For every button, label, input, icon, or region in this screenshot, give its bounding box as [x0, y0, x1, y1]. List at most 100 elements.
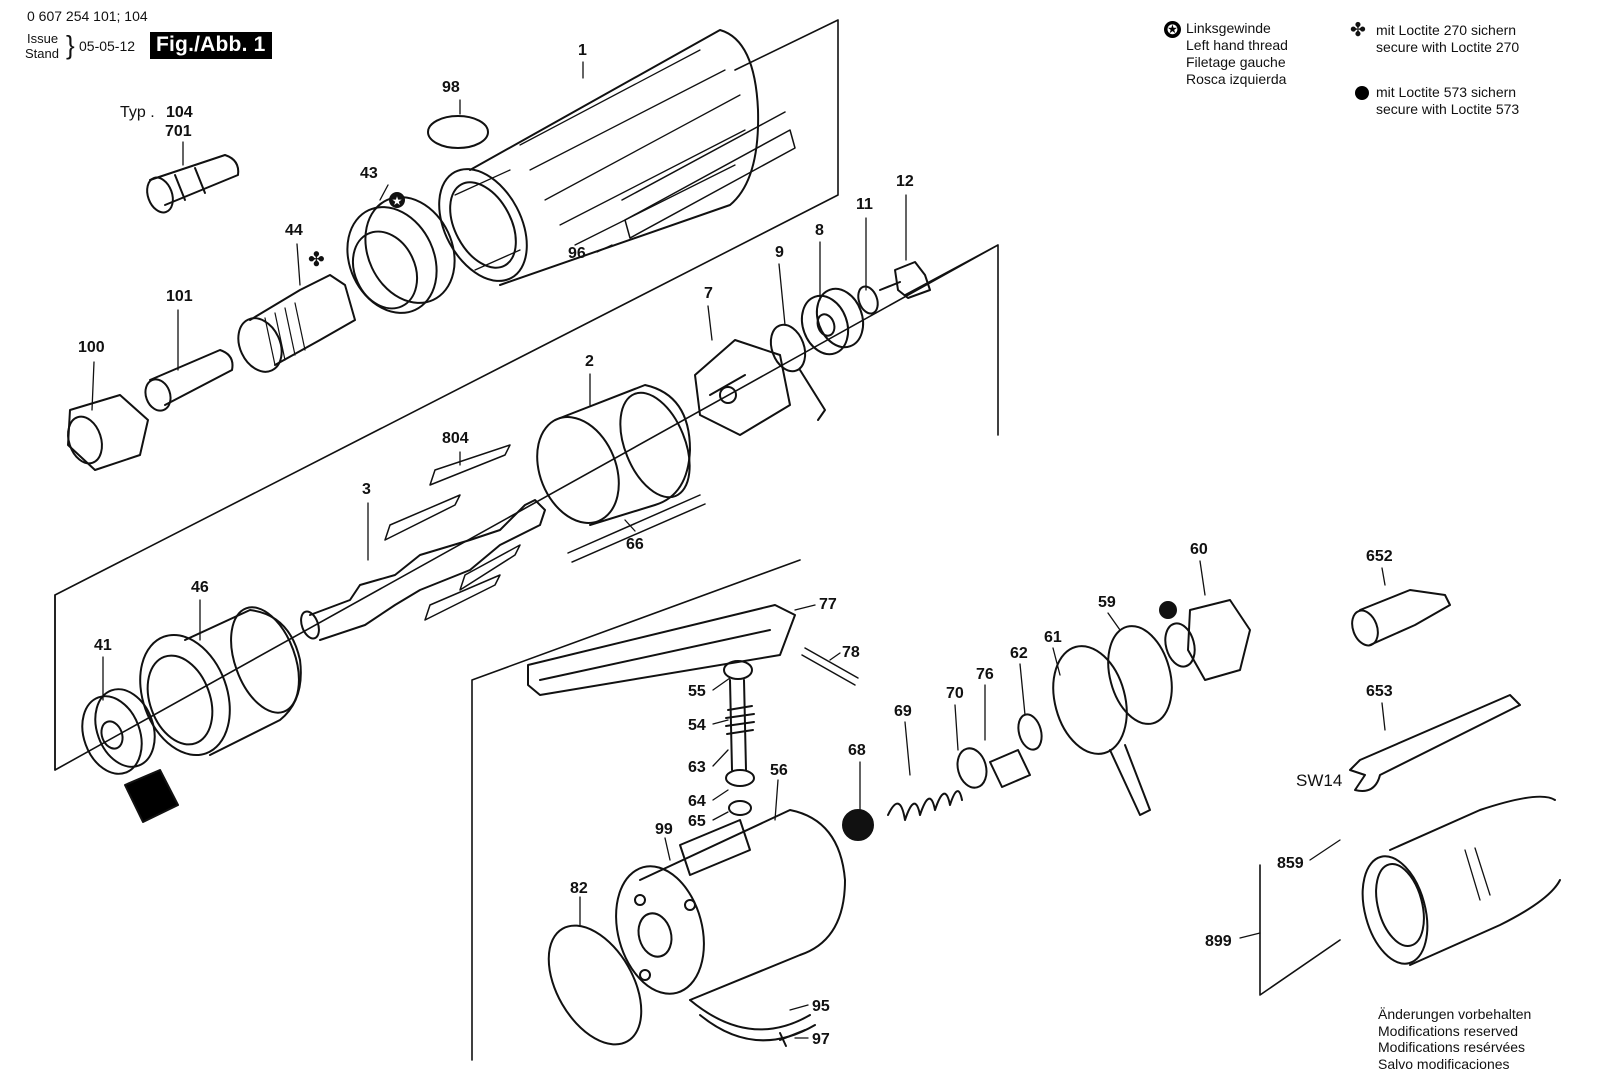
label-701: 701	[165, 123, 192, 140]
disc-59	[1107, 625, 1173, 725]
label-2: 2	[585, 353, 594, 370]
label-99: 99	[655, 821, 673, 838]
valve-stem	[723, 660, 755, 816]
legend-loctite-270: ✤ mit Loctite 270 sichern secure with Lo…	[1350, 20, 1520, 56]
label-9: 9	[775, 244, 784, 261]
legend-line: Left hand thread	[1186, 37, 1288, 53]
frame-middle	[54, 244, 999, 771]
label-43: 43	[360, 165, 378, 182]
label-46: 46	[191, 579, 209, 596]
collet-701	[146, 154, 240, 214]
issue-date: 05-05-12	[79, 38, 136, 54]
o-ring-62	[1017, 713, 1043, 751]
screw-12	[879, 261, 931, 299]
rotor-3	[300, 444, 546, 641]
label-77: 77	[819, 596, 837, 613]
nipple-652	[1351, 589, 1451, 647]
wrench-653	[1349, 694, 1521, 792]
label-65: 65	[688, 813, 706, 830]
frame-lower	[471, 559, 1341, 1061]
label-60: 60	[1190, 541, 1208, 558]
modifications-note: Änderungen vorbehalten Modifications res…	[1378, 1006, 1531, 1072]
label-653: 653	[1366, 683, 1393, 700]
label-82: 82	[570, 880, 588, 897]
label-899: 899	[1205, 933, 1232, 950]
label-69: 69	[894, 703, 912, 720]
label-62: 62	[1010, 645, 1028, 662]
legend-line: Filetage gauche	[1186, 54, 1286, 70]
cylinder-2	[536, 384, 691, 526]
label-63: 63	[688, 759, 706, 776]
end-plate-7	[694, 339, 791, 436]
label-1: 1	[578, 42, 587, 59]
part-number: 0 607 254 101; 104	[27, 8, 148, 24]
collet-101	[144, 349, 234, 412]
loctite-270-symbol: ✤	[308, 247, 325, 271]
footer-line: Modifications reserved	[1378, 1022, 1519, 1039]
legend-line: mit Loctite 270 sichern	[1376, 22, 1517, 38]
o-ring-82	[547, 924, 643, 1046]
o-ring-98	[427, 115, 489, 149]
label-8: 8	[815, 222, 824, 239]
label-859: 859	[1277, 855, 1304, 872]
legend-line: Linksgewinde	[1186, 20, 1271, 36]
dot-icon	[1355, 86, 1369, 100]
clover-icon: ✤	[1350, 20, 1366, 41]
label-101: 101	[166, 288, 193, 305]
label-64: 64	[688, 793, 706, 810]
label-61: 61	[1044, 629, 1062, 646]
footer-line: Salvo modificaciones	[1378, 1055, 1510, 1072]
legend-left-hand-thread: ✪ Linksgewinde Left hand thread Filetage…	[1164, 20, 1288, 88]
issue-label: Issue	[27, 31, 59, 46]
label-68: 68	[848, 742, 866, 759]
part-labels: 1 98 Typ . 104 701 43 96 44 101 100 12 1…	[78, 42, 1393, 1048]
plug-60	[1164, 599, 1251, 681]
screen-70	[956, 747, 988, 789]
assembly-tool-icon	[124, 769, 179, 823]
label-41: 41	[94, 637, 112, 654]
spindle-44	[237, 274, 356, 373]
label-100: 100	[78, 339, 105, 356]
label-70: 70	[946, 685, 964, 702]
label-12: 12	[896, 173, 914, 190]
label-78: 78	[842, 644, 860, 661]
left-hand-thread-symbol: ★	[389, 192, 405, 208]
label-97: 97	[812, 1031, 830, 1048]
legend-loctite-573: mit Loctite 573 sichern secure with Loct…	[1352, 84, 1519, 118]
loctite-573-dot	[1159, 601, 1177, 619]
body-56	[615, 809, 846, 1001]
label-98: 98	[442, 79, 460, 96]
housing-part-1	[438, 29, 760, 286]
nut-43	[346, 196, 456, 314]
label-7: 7	[704, 285, 713, 302]
label-76: 76	[976, 666, 994, 683]
label-54: 54	[688, 717, 706, 734]
label-96: 96	[568, 245, 586, 262]
screw-97	[779, 1029, 806, 1047]
ball-68	[842, 809, 874, 841]
spring-69	[887, 790, 963, 821]
label-sw14: SW14	[1296, 771, 1342, 790]
label-59: 59	[1098, 594, 1116, 611]
svg-text:★: ★	[392, 194, 403, 208]
legend-line: Rosca izquierda	[1186, 71, 1287, 87]
lever-77	[527, 604, 796, 696]
legend-line: secure with Loctite 270	[1376, 39, 1520, 55]
label-typ: Typ .	[120, 104, 155, 121]
disc-61	[1052, 645, 1151, 816]
label-652: 652	[1366, 548, 1393, 565]
label-804: 804	[442, 430, 469, 447]
plug-76	[989, 749, 1031, 788]
figure-label: Fig./Abb. 1	[150, 32, 272, 59]
stand-label: Stand	[25, 46, 59, 61]
star-circle-icon: ✪	[1164, 21, 1181, 38]
label-66: 66	[626, 536, 644, 553]
bearing-41	[81, 688, 156, 775]
brace: }	[66, 30, 75, 60]
label-11: 11	[856, 196, 873, 213]
legend-line: secure with Loctite 573	[1376, 101, 1520, 117]
label-55: 55	[688, 683, 706, 700]
washer-11	[857, 285, 879, 315]
strip-96	[621, 111, 796, 239]
